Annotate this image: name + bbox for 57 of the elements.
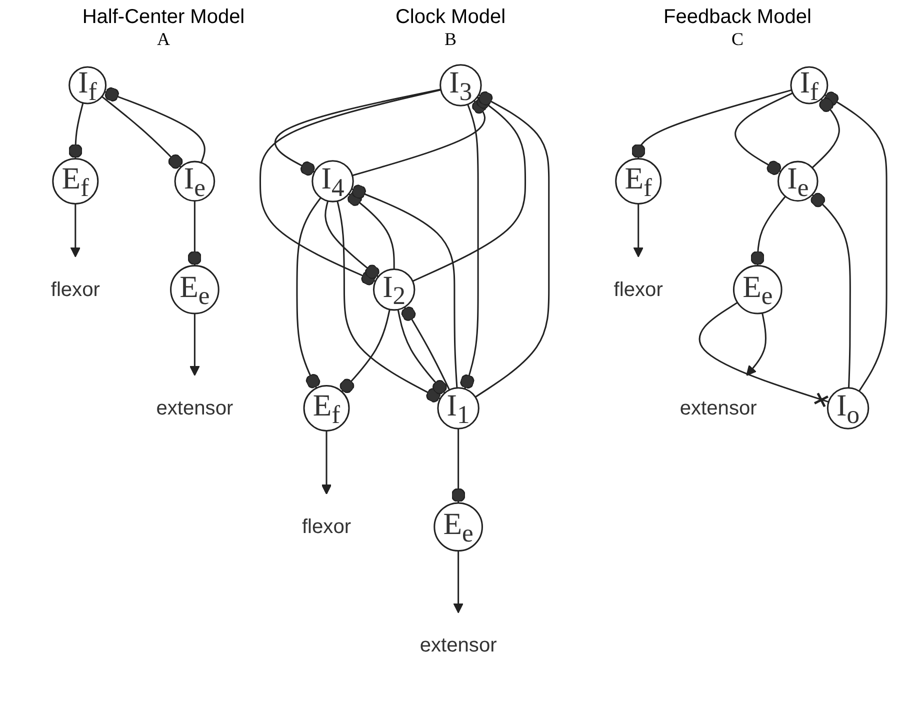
- arrow: [189, 314, 200, 376]
- connector: [412, 94, 526, 282]
- node-text: flexor: [613, 278, 662, 301]
- panel-title: Half-Center Model: [82, 6, 245, 29]
- node-circle: E$_{e}$: [433, 502, 482, 552]
- connector: [750, 196, 786, 266]
- node-circle: I$_{e}$: [174, 160, 215, 202]
- arrow: [452, 550, 463, 614]
- node-circle: E$_{e}$: [732, 264, 782, 314]
- node-circle: I$_{3}$: [439, 64, 482, 106]
- node-circle: I$_{4}$: [311, 160, 354, 202]
- node-text: extensor: [419, 634, 496, 656]
- connector: [68, 102, 84, 159]
- connector: [474, 91, 550, 398]
- node-circle: E$_{f}$: [302, 384, 350, 432]
- connector: [824, 92, 887, 392]
- panel-letter: A: [156, 29, 170, 50]
- node-circle: I$_{1}$: [436, 387, 479, 430]
- arrow: [320, 430, 332, 495]
- panel-title: Feedback Model: [664, 6, 812, 29]
- connector: [450, 428, 465, 503]
- panel-letter: B: [444, 29, 456, 50]
- connector: [811, 98, 840, 168]
- connector: [734, 92, 793, 175]
- connector: [296, 197, 321, 388]
- node-circle: I$_{e}$: [776, 160, 818, 202]
- node-text: flexor: [301, 515, 351, 538]
- node-text: extensor: [679, 396, 756, 420]
- connector: [274, 88, 440, 176]
- connector: [350, 184, 458, 388]
- node-text: flexor: [50, 278, 100, 301]
- connector: [460, 104, 478, 390]
- connector: [352, 99, 486, 176]
- panel-letter: C: [731, 29, 744, 50]
- node-circle: I$_{f}$: [68, 66, 106, 104]
- node-circle: E$_{e}$: [170, 264, 219, 314]
- node-text: extensor: [156, 396, 233, 420]
- node-circle: E$_{f}$: [614, 158, 662, 204]
- connector: [324, 200, 379, 280]
- connector: [336, 200, 440, 402]
- connector: [258, 89, 441, 286]
- arrow: [632, 204, 644, 258]
- connector: [339, 309, 390, 394]
- connector: [187, 200, 202, 266]
- panel-title: Clock Model: [395, 6, 506, 29]
- arrow: [746, 312, 766, 376]
- arrow: [70, 204, 80, 258]
- connector: [100, 96, 182, 169]
- connector: [630, 89, 792, 159]
- node-circle: I$_{2}$: [372, 268, 415, 311]
- connector: [810, 192, 850, 388]
- connector: [104, 87, 205, 163]
- connector: [347, 192, 394, 270]
- connector: [698, 302, 829, 408]
- node-circle: E$_{f}$: [52, 158, 98, 204]
- node-circle: I$_{f}$: [790, 66, 828, 104]
- node-circle: I$_{o}$: [826, 387, 869, 430]
